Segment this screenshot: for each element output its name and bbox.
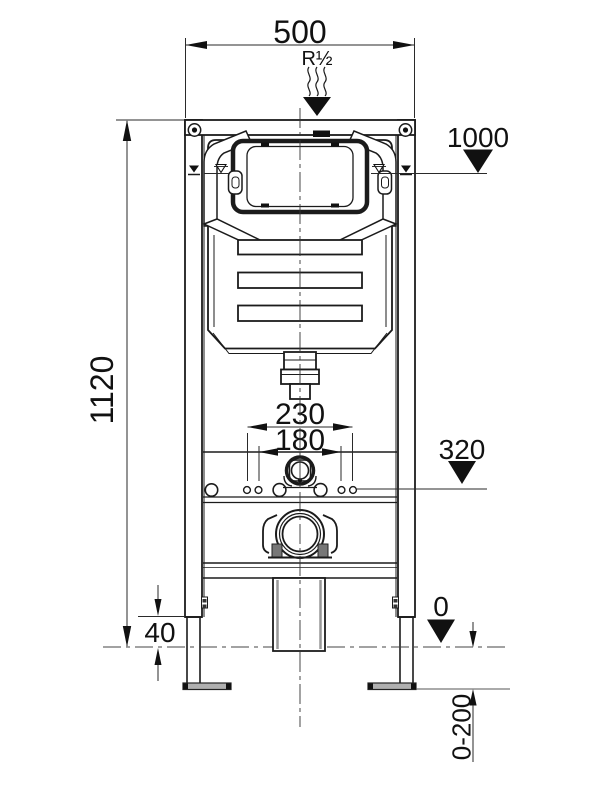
dim-top-fixing-height: 1000 bbox=[447, 122, 509, 173]
dimensions: 500 R½ 1000 1120 bbox=[84, 14, 509, 762]
leg-lock-screw-left bbox=[201, 596, 208, 609]
leg-left bbox=[186, 617, 201, 683]
water-supply-fitting bbox=[283, 455, 317, 489]
floor-level-marker: 0 bbox=[427, 591, 455, 643]
water-flow-icon bbox=[307, 66, 327, 97]
leg-lock-screw-right bbox=[392, 596, 399, 609]
level-triangle-0 bbox=[427, 619, 455, 643]
leg-adjustment-label: 0-200 bbox=[447, 694, 477, 761]
reference-lines bbox=[188, 163, 487, 490]
level-marker-icons bbox=[188, 163, 412, 176]
foot-plate-right bbox=[367, 682, 417, 691]
supply-connection-label: R½ bbox=[301, 48, 332, 70]
supply-arrow-icon bbox=[303, 97, 331, 116]
frame-width-label: 500 bbox=[273, 14, 326, 50]
foot-plate-left bbox=[182, 682, 232, 691]
window-clip-left bbox=[227, 170, 243, 195]
base-height-label: 40 bbox=[144, 617, 175, 648]
dim-frame-height: 1120 bbox=[84, 119, 184, 647]
leg-right bbox=[399, 617, 414, 683]
dim-outlet-height: 320 bbox=[439, 434, 486, 484]
flush-pipe bbox=[280, 351, 320, 400]
dim-base-height: 40 bbox=[138, 585, 185, 681]
mounting-holes bbox=[204, 482, 358, 498]
frame-height-label: 1120 bbox=[84, 356, 120, 425]
level-triangle-320 bbox=[448, 461, 476, 484]
corner-screw-left bbox=[187, 123, 202, 137]
water-inlet-mark bbox=[313, 130, 330, 137]
floor-level-label: 0 bbox=[433, 591, 449, 622]
dim-frame-width: 500 bbox=[185, 14, 415, 118]
dim-leg-adjustment: 0-200 bbox=[447, 622, 477, 762]
outlet-height-label: 320 bbox=[439, 434, 486, 465]
supply-connection-marker: R½ bbox=[301, 48, 333, 116]
top-fixing-height-label: 1000 bbox=[447, 122, 509, 153]
drain-pipe bbox=[272, 577, 326, 652]
window-clip-right bbox=[377, 170, 393, 195]
corner-screw-right bbox=[398, 123, 413, 137]
level-triangle-1000 bbox=[463, 149, 493, 173]
